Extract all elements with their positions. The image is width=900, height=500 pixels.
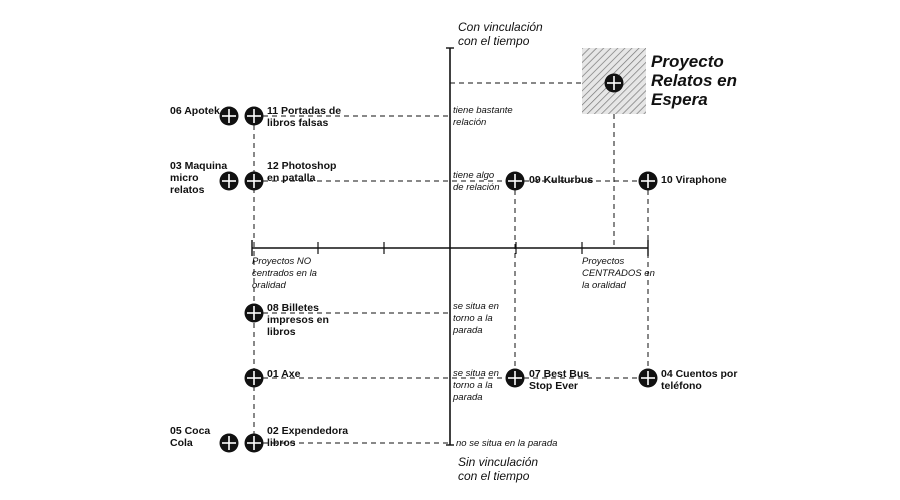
node-maquina-label: 03 Maquina micro relatos	[170, 160, 228, 196]
node-cocacola-label: 05 Coca Cola	[170, 425, 211, 449]
highlight-title: Proyecto Relatos en Espera	[651, 52, 737, 109]
node-bestbus-label: 07 Best Bus Stop Ever	[529, 368, 590, 392]
node-cocacola-marker	[219, 433, 239, 453]
node-portadas-label: 11 Portadas de libros falsas	[267, 105, 342, 129]
node-apotek-label: 06 Apotek	[170, 105, 220, 117]
node-axe-marker	[244, 368, 264, 388]
node-cuentos-marker	[638, 368, 658, 388]
node-expendedora-marker	[244, 433, 264, 453]
node-photoshop-marker	[244, 171, 264, 191]
axis-bottom-title: Sin vinculación con el tiempo	[458, 455, 539, 483]
node-bestbus-marker	[505, 368, 525, 388]
axis-top-title: Con vinculación con el tiempo	[458, 20, 543, 48]
node-axe-label: 01 Axe	[267, 368, 301, 380]
node-viraphone-marker	[638, 171, 658, 191]
node-photoshop-label: 12 Photoshop en patalla	[267, 160, 337, 184]
node-viraphone-label: 10 Viraphone	[661, 174, 727, 186]
node-apotek-marker	[219, 106, 239, 126]
axis-left-title: Proyectos NO centrados en la oralidad	[252, 256, 317, 291]
row2-note: tiene algo de relación	[453, 170, 500, 193]
node-expendedora-label: 02 Expendedora libros	[267, 425, 349, 449]
node-kulturbus-marker	[505, 171, 525, 191]
node-highlight-marker	[604, 73, 624, 93]
row4-note: se situa en torno a la parada	[453, 368, 499, 403]
axis-right-title: Proyectos CENTRADOS en la oralidad	[582, 256, 655, 291]
node-cuentos-label: 04 Cuentos por teléfono	[661, 368, 738, 392]
row5-note: no se situa en la parada	[456, 438, 558, 449]
node-maquina-marker	[219, 171, 239, 191]
node-billetes-marker	[244, 303, 264, 323]
row3-note: se situa en torno a la parada	[453, 301, 499, 336]
node-kulturbus-label: 09 Kulturbus	[529, 174, 594, 186]
node-billetes-label: 08 Billetes impresos en libros	[267, 302, 329, 338]
node-portadas-marker	[244, 106, 264, 126]
row1-note: tiene bastante relación	[453, 105, 513, 128]
